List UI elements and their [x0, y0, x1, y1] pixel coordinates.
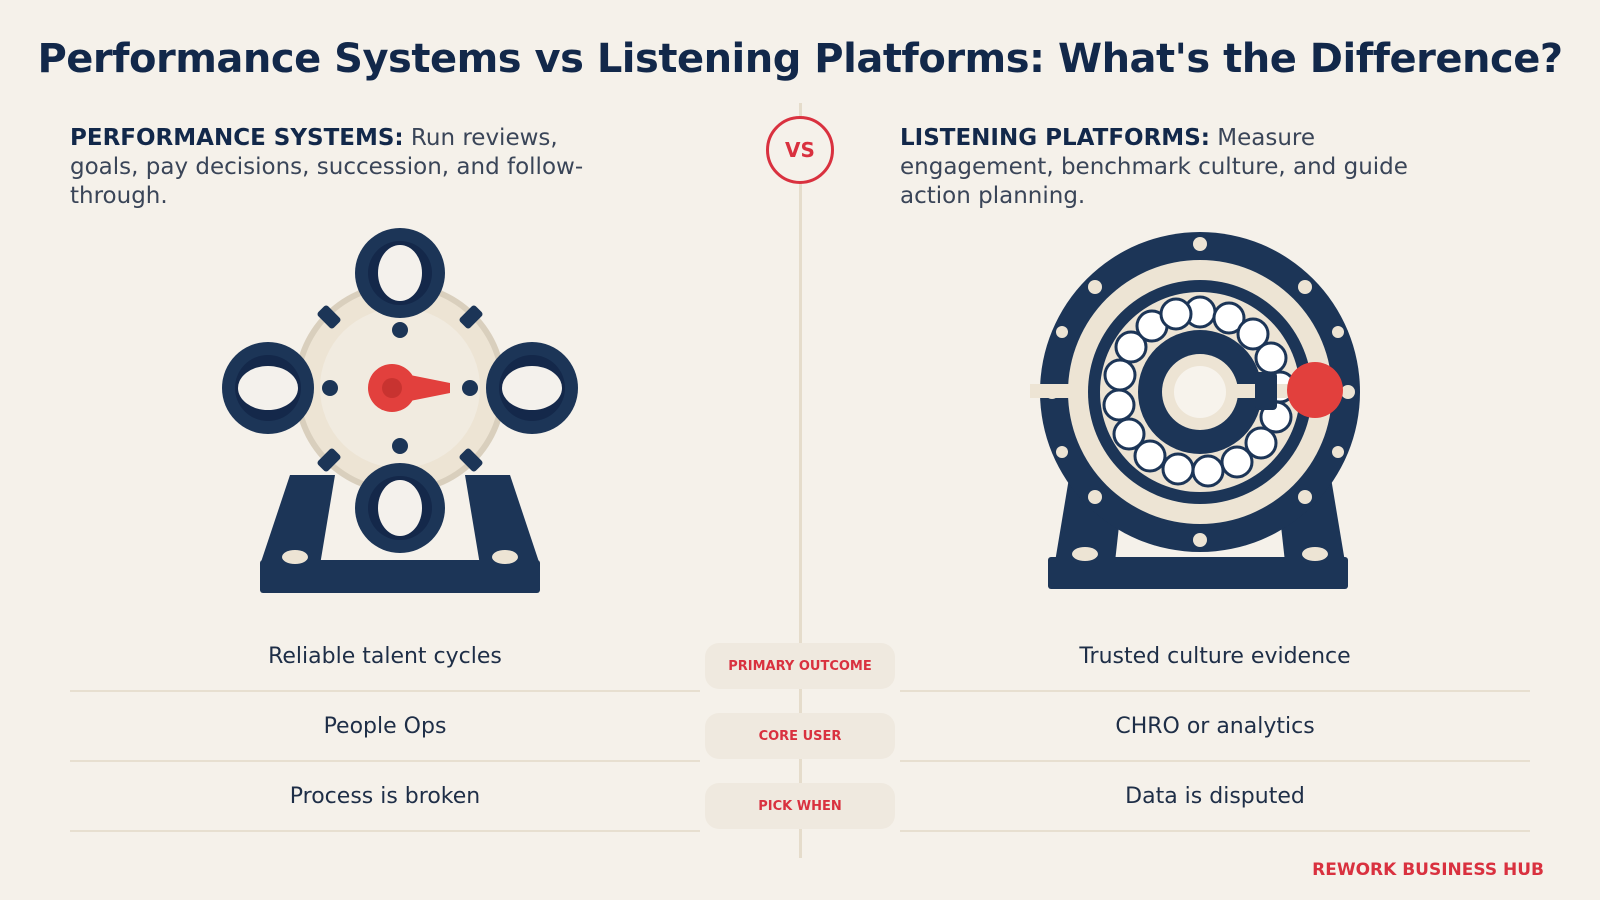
- listening-platforms-description: LISTENING PLATFORMS: Measure engagement,…: [900, 124, 1460, 211]
- core-user-left: People Ops: [70, 692, 700, 762]
- performance-systems-description: PERFORMANCE SYSTEMS: Run reviews, goals,…: [70, 124, 630, 211]
- pick-when-label: PICK WHEN: [705, 783, 895, 829]
- page-title: Performance Systems vs Listening Platfor…: [37, 36, 1563, 82]
- performance-machine-illustration: [222, 228, 578, 593]
- brand-logo-text: REWORK BUSINESS HUB: [1312, 860, 1544, 880]
- core-user-right: CHRO or analytics: [900, 692, 1530, 762]
- listening-machine-illustration: [1030, 232, 1360, 589]
- pick-when-left: Process is broken: [70, 762, 700, 832]
- performance-systems-heading: PERFORMANCE SYSTEMS:: [70, 125, 404, 151]
- performance-systems-text: Run reviews, goals, pay decisions, succe…: [70, 125, 584, 209]
- vs-badge: VS: [766, 116, 834, 184]
- primary-outcome-right: Trusted culture evidence: [900, 622, 1530, 692]
- primary-outcome-left: Reliable talent cycles: [70, 622, 700, 692]
- listening-platforms-heading: LISTENING PLATFORMS:: [900, 125, 1210, 151]
- pick-when-right: Data is disputed: [900, 762, 1530, 832]
- primary-outcome-label: PRIMARY OUTCOME: [705, 643, 895, 689]
- listening-platforms-text: Measure engagement, benchmark culture, a…: [900, 125, 1408, 209]
- center-divider: [799, 103, 802, 858]
- core-user-label: CORE USER: [705, 713, 895, 759]
